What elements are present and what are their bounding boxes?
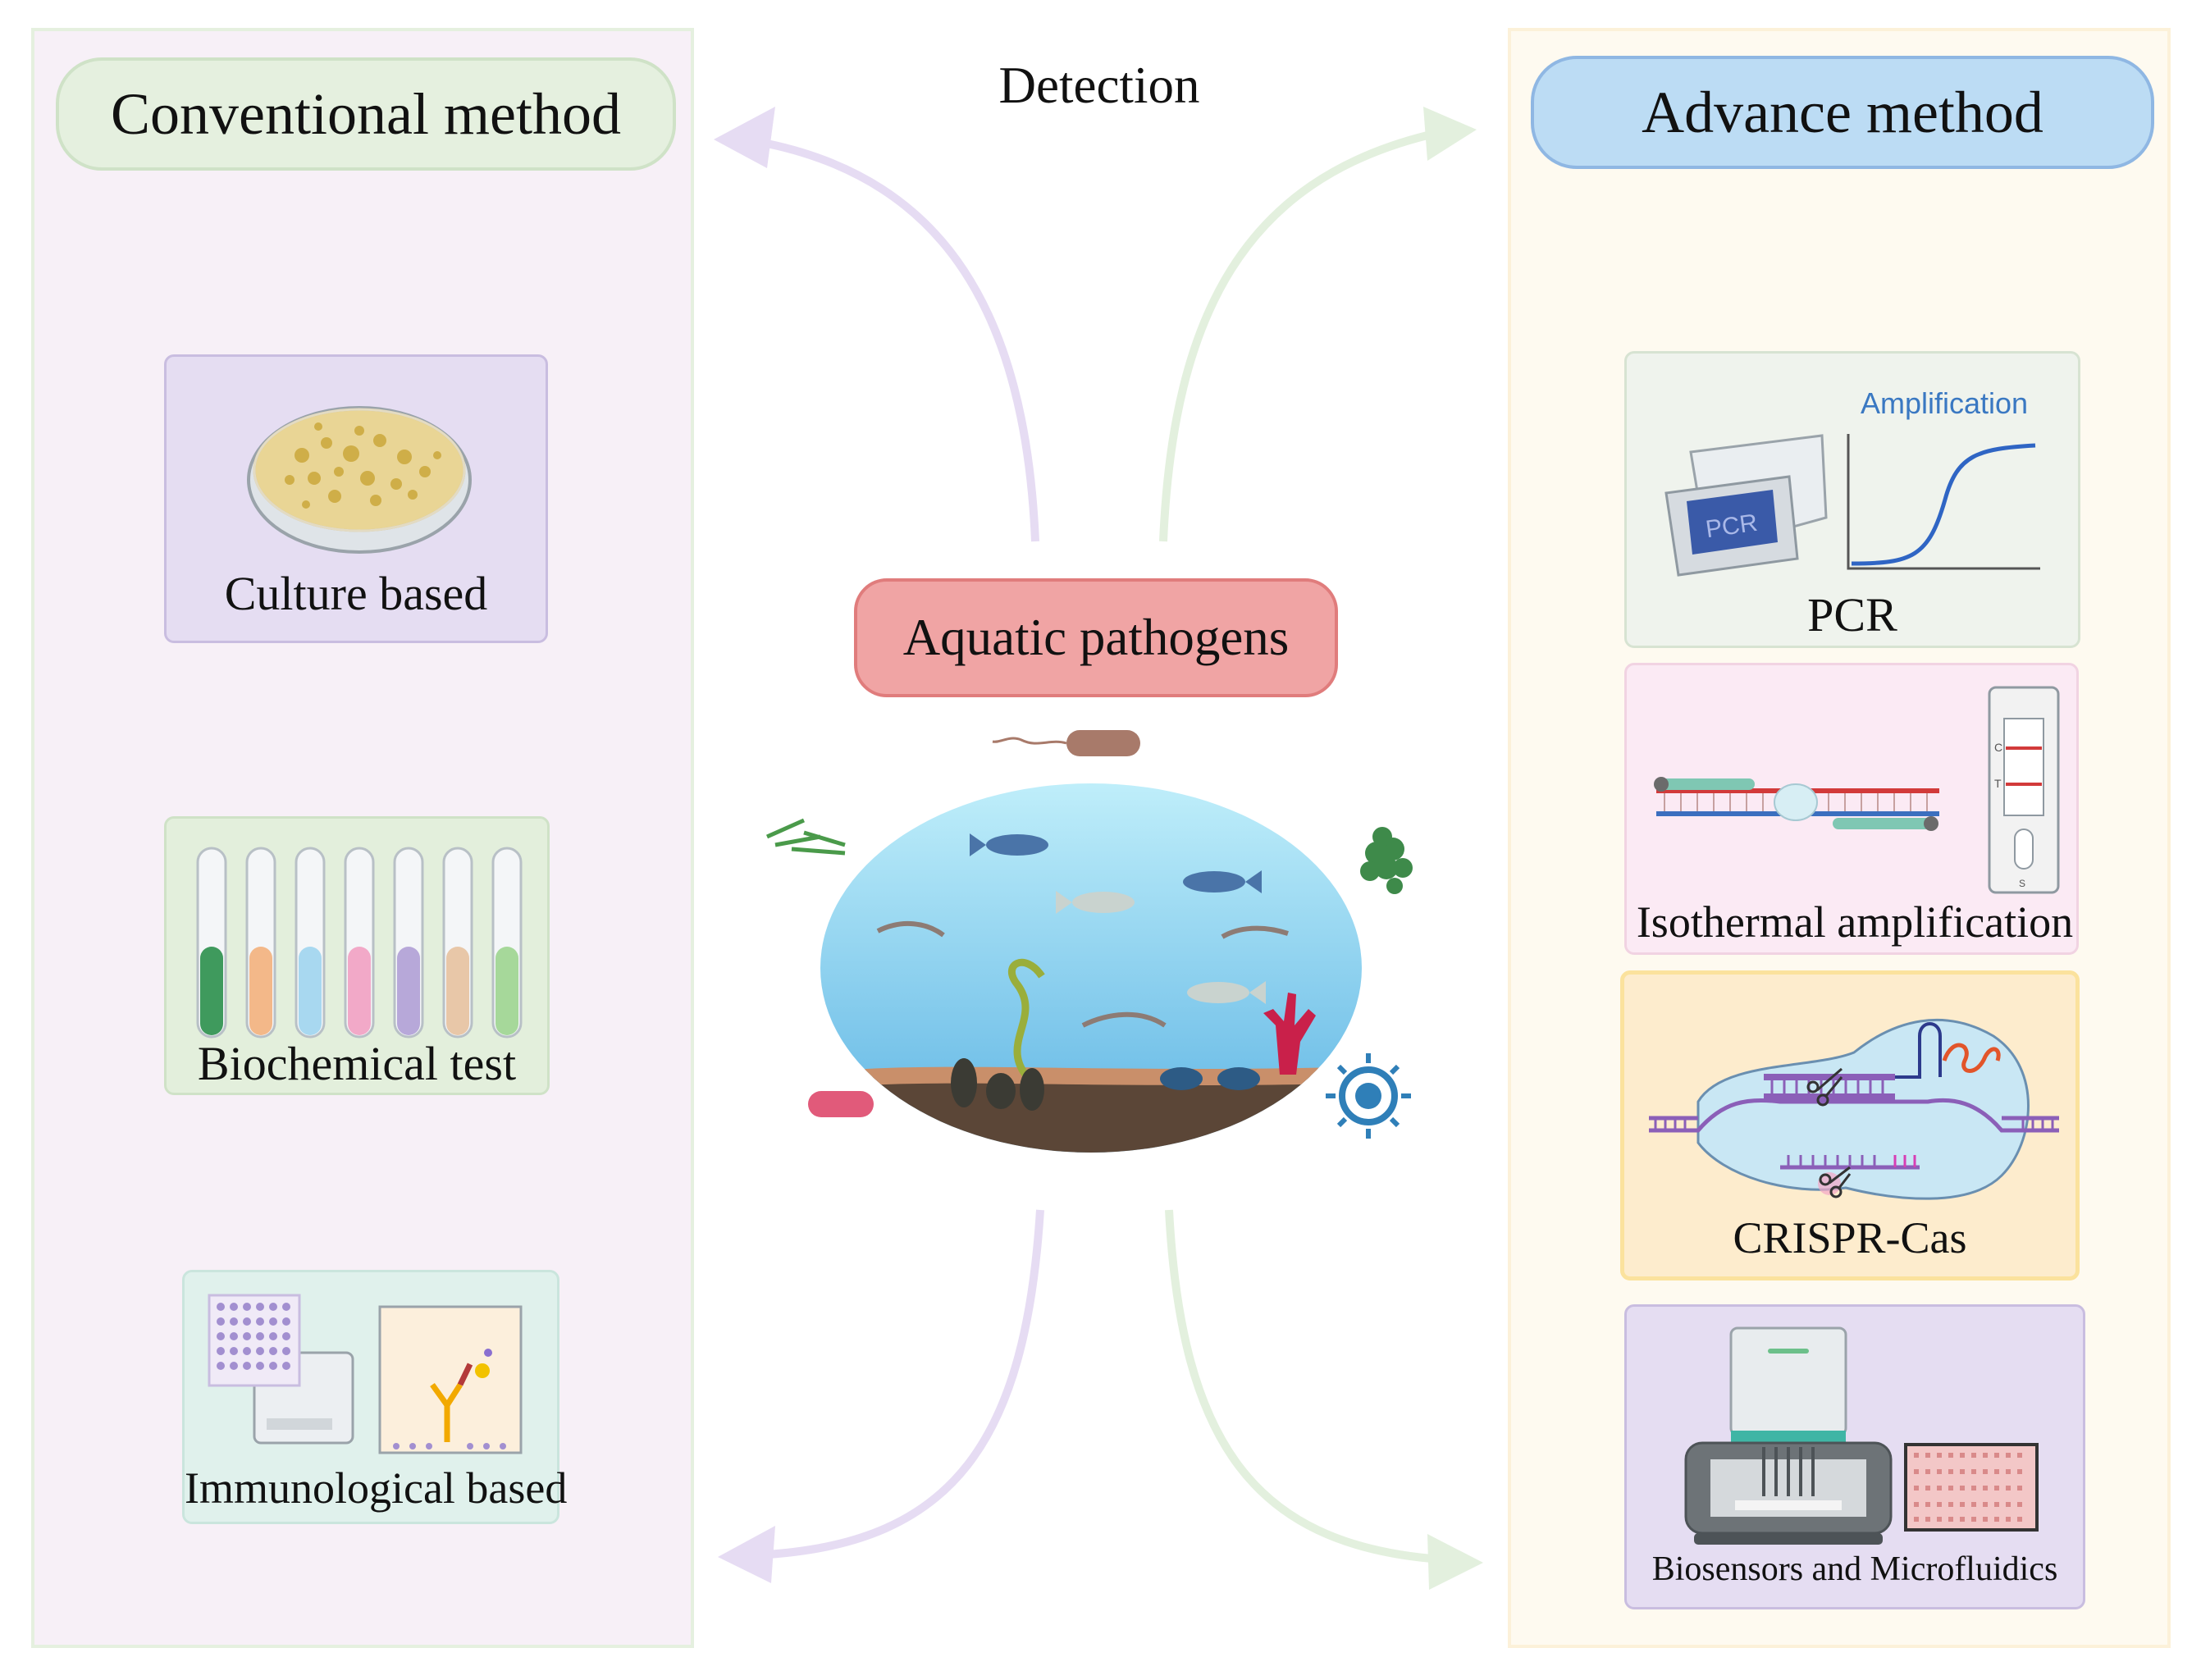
culture-based-label: Culture based <box>224 567 488 620</box>
arrowhead-immunological <box>718 1526 775 1583</box>
scissors-icon <box>1806 1067 1843 1107</box>
biosensor-device-icon <box>1684 1326 1893 1545</box>
pcr-label: PCR <box>1807 588 1897 641</box>
isothermal-amplification-card: C T S Isothermal amplification <box>1624 663 2079 955</box>
biochemical-test-label: Biochemical test <box>197 1037 517 1090</box>
immunological-based-card: Immunological based <box>182 1270 568 1524</box>
strip-c-mark: C <box>1994 741 2002 754</box>
strip-s-mark: S <box>2019 878 2025 889</box>
amplification-caption: Amplification <box>1861 386 2029 420</box>
fish-icon <box>1056 891 1135 914</box>
crispr-cas-card: CRISPR-Cas <box>1620 970 2080 1281</box>
petri-dish-icon <box>247 406 472 554</box>
detection-label: Detection <box>998 57 1200 114</box>
bacterium-rod-icon <box>992 730 1140 756</box>
shrimp-icon <box>876 920 1289 1028</box>
aquatic-pathogens-title: Aquatic pathogens <box>854 578 1338 697</box>
isothermal-amplification-label: Isothermal amplification <box>1636 897 2074 947</box>
pcr-card: PCR Amplification PCR <box>1624 351 2080 648</box>
crab-icon <box>1160 1067 1260 1090</box>
mussel-icon <box>951 1058 1044 1111</box>
aquatic-pathogens-title-text: Aquatic pathogens <box>902 609 1290 666</box>
lateral-flow-strip-icon: C T S <box>1988 686 2060 894</box>
arrow-to-biosensors <box>1165 1209 1432 1563</box>
plate-reader-icon <box>208 1294 354 1445</box>
green-cluster-icon <box>1360 827 1413 894</box>
culture-based-card: Culture based <box>164 354 548 643</box>
virus-icon <box>1326 1053 1411 1139</box>
strip-t-mark: T <box>1994 777 2002 790</box>
biosensors-microfluidics-card: Biosensors and Microfluidics <box>1624 1304 2085 1609</box>
arrow-to-immunological <box>766 1209 1044 1559</box>
coral-icon <box>1263 993 1316 1075</box>
arrowhead-biosensors <box>1427 1534 1483 1590</box>
test-tubes-icon <box>196 847 523 1039</box>
biosensors-microfluidics-label: Biosensors and Microfluidics <box>1651 1550 2058 1588</box>
microfluidic-chip-icon <box>1904 1443 2039 1532</box>
conventional-method-title: Conventional method <box>56 57 676 171</box>
dna-amplification-icon <box>1654 777 1939 831</box>
fish-icon <box>1187 981 1266 1004</box>
cas-protein-icon <box>1649 1018 2059 1200</box>
arrowhead-conventional <box>714 107 775 168</box>
arrow-to-conventional <box>765 139 1039 542</box>
conventional-method-title-text: Conventional method <box>111 80 621 147</box>
arrow-to-advance <box>1159 131 1429 542</box>
crispr-cas-label: CRISPR-Cas <box>1733 1213 1967 1262</box>
arrowhead-advance <box>1423 107 1477 161</box>
algae-filaments-icon <box>765 818 846 856</box>
aquatic-scene-illustration <box>765 730 1413 1153</box>
immunological-based-label: Immunological based <box>185 1463 568 1513</box>
bacterium-pink-icon <box>808 1091 874 1117</box>
elisa-well-icon <box>378 1305 523 1454</box>
biochemical-test-card: Biochemical test <box>164 816 550 1095</box>
advance-method-title: Advance method <box>1531 56 2154 169</box>
advance-method-title-text: Advance method <box>1642 79 2043 145</box>
fish-icon <box>970 833 1048 856</box>
amplification-curve-icon <box>1847 434 2040 570</box>
seaweed-icon <box>1008 958 1045 1077</box>
fish-icon <box>1183 870 1262 893</box>
pcr-machine-icon: PCR <box>1664 434 1828 577</box>
